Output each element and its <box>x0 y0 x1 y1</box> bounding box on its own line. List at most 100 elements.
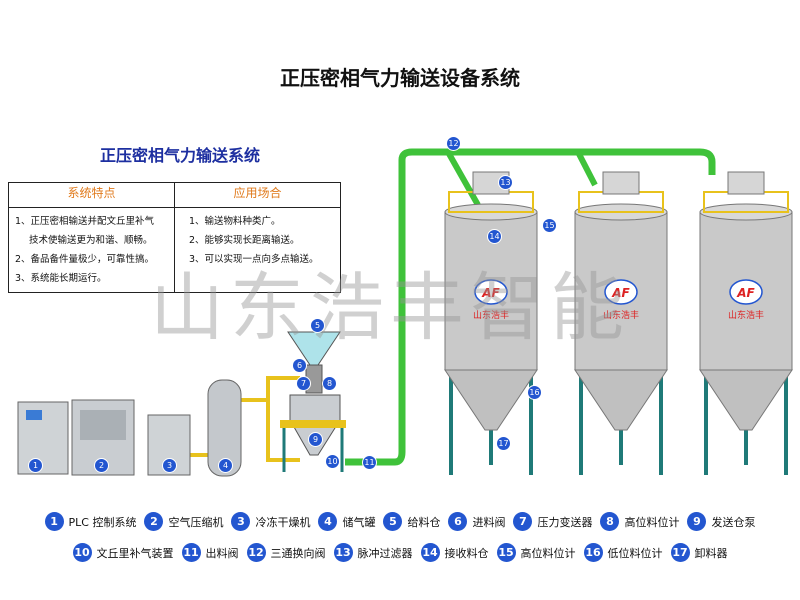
number-badge: 14 <box>420 543 440 562</box>
callout-marker: 12 <box>446 136 461 151</box>
legend-item: 6 进料阀 <box>448 512 505 531</box>
features-table: 系统特点 应用场合 1、正压密相输送并配文丘里补气 技术使输送更为和谐、顺畅。 … <box>8 182 341 293</box>
number-badge: 17 <box>670 543 690 562</box>
silo-legs <box>579 370 583 475</box>
application-item: 3、可以实现一点向多点输送。 <box>189 254 319 265</box>
callout-marker: 13 <box>498 175 513 190</box>
legend-item: 15 高位料位计 <box>496 543 576 562</box>
number-badge: 12 <box>246 543 266 562</box>
legend-item: 12 三通换向阀 <box>246 543 326 562</box>
legend-label: 进料阀 <box>472 515 506 529</box>
application-item: 1、输送物料种类广。 <box>189 216 281 227</box>
svg-text:AF: AF <box>611 286 630 300</box>
svg-text:山东浩丰: 山东浩丰 <box>728 309 764 321</box>
callout-marker: 4 <box>218 458 233 473</box>
silo-cone <box>444 369 538 431</box>
feature-item: 技术使输送更为和谐、顺畅。 <box>29 235 153 246</box>
plc-cabinet <box>17 401 69 475</box>
number-badge: 8 <box>600 512 620 531</box>
legend-item: 7 压力变送器 <box>513 512 592 531</box>
legend-item: 8 高位料位计 <box>600 512 679 531</box>
callout-marker: 16 <box>527 385 542 400</box>
feature-item: 1、正压密相输送并配文丘里补气 <box>15 216 155 227</box>
air-tank <box>207 379 242 477</box>
receiving-silo: AF 山东浩丰 <box>444 171 538 475</box>
legend-item: 9 发送仓泵 <box>687 512 755 531</box>
legend-label: 高位料位计 <box>624 515 680 529</box>
applications-header: 应用场合 <box>174 182 341 208</box>
conveying-pipe <box>345 148 716 466</box>
system-subtitle: 正压密相气力输送系统 <box>99 146 260 165</box>
legend-item: 1 PLC 控制系统 <box>44 512 137 531</box>
callout-marker: 8 <box>322 376 337 391</box>
number-badge: 3 <box>231 512 251 531</box>
number-badge: 10 <box>72 543 92 562</box>
pulse-filter <box>602 171 640 195</box>
number-badge: 7 <box>513 512 533 531</box>
legend-label: 文丘里补气装置 <box>96 546 174 560</box>
callout-marker: 11 <box>362 455 377 470</box>
feature-item: 2、备品备件量极少，可靠性搞。 <box>15 254 155 265</box>
legend-label: 给料仓 <box>407 515 441 529</box>
legend-label: 卸料器 <box>694 546 728 560</box>
svg-text:AF: AF <box>736 286 755 300</box>
number-badge: 2 <box>144 512 164 531</box>
number-badge: 5 <box>383 512 403 531</box>
callout-marker: 15 <box>542 218 557 233</box>
legend-label: 发送仓泵 <box>711 515 756 529</box>
callout-marker: 7 <box>296 376 311 391</box>
svg-text:山东浩丰: 山东浩丰 <box>603 309 639 321</box>
legend-label: 三通换向阀 <box>270 546 326 560</box>
number-badge: 9 <box>687 512 707 531</box>
callout-marker: 5 <box>310 318 325 333</box>
legend-label: 接收料仓 <box>444 546 489 560</box>
legend-label: 储气罐 <box>342 515 376 529</box>
legend-item: 11 出料阀 <box>181 543 239 562</box>
svg-text:山东浩丰: 山东浩丰 <box>473 309 509 321</box>
number-badge: 4 <box>318 512 338 531</box>
legend-item: 17 卸料器 <box>670 543 728 562</box>
callout-marker: 10 <box>325 454 340 469</box>
silo-legs <box>704 370 708 475</box>
feature-item: 3、系统能长期运行。 <box>15 273 107 284</box>
silo-cone <box>699 369 793 431</box>
number-badge: 16 <box>583 543 603 562</box>
legend-item: 5 给料仓 <box>383 512 440 531</box>
number-badge: 13 <box>333 543 353 562</box>
legend-row-1: 1 PLC 控制系统 2 空气压缩机 3 冷冻干燥机 4 储气罐 5 给料仓 6 进料阀 7 压力变送器 8… <box>0 512 800 531</box>
legend-item: 16 低位料位计 <box>583 543 663 562</box>
number-badge: 6 <box>448 512 468 531</box>
silo-legs <box>449 370 453 475</box>
callout-marker: 6 <box>292 358 307 373</box>
legend-label: 脉冲过滤器 <box>357 546 413 560</box>
legend-label: 高位料位计 <box>520 546 576 560</box>
legend-label: PLC 控制系统 <box>68 515 137 529</box>
callout-marker: 17 <box>496 436 511 451</box>
legend-item: 10 文丘里补气装置 <box>72 543 174 562</box>
legend-label: 冷冻干燥机 <box>255 515 311 529</box>
application-item: 2、能够实现长距离输送。 <box>189 235 300 246</box>
legend-label: 出料阀 <box>205 546 239 560</box>
svg-text:AF: AF <box>481 286 500 300</box>
legend-item: 13 脉冲过滤器 <box>333 543 413 562</box>
legend-label: 空气压缩机 <box>168 515 224 529</box>
legend-item: 4 储气罐 <box>318 512 375 531</box>
callout-marker: 1 <box>28 458 43 473</box>
legend-item: 3 冷冻干燥机 <box>231 512 310 531</box>
number-badge: 11 <box>181 543 201 562</box>
receiving-silo: AF 山东浩丰 <box>699 171 793 475</box>
number-badge: 1 <box>44 512 64 531</box>
number-badge: 15 <box>496 543 516 562</box>
callout-marker: 9 <box>308 432 323 447</box>
legend-item: 14 接收料仓 <box>420 543 489 562</box>
legend-label: 低位料位计 <box>607 546 663 560</box>
pulse-filter <box>727 171 765 195</box>
legend-label: 压力变送器 <box>537 515 593 529</box>
callout-marker: 14 <box>487 229 502 244</box>
page-title: 正压密相气力输送设备系统 <box>280 66 520 90</box>
branch-pipe <box>445 150 598 207</box>
callout-marker: 2 <box>94 458 109 473</box>
legend-item: 2 空气压缩机 <box>144 512 223 531</box>
silo-cone <box>574 369 668 431</box>
